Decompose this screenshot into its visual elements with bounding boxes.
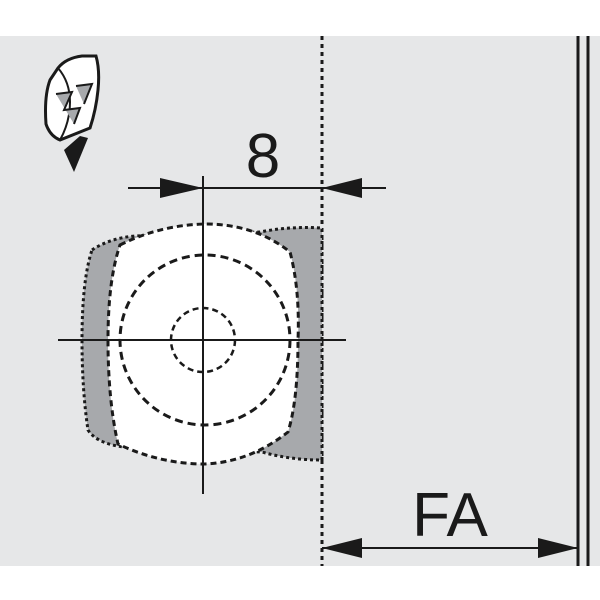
top-dimension-arrow-right bbox=[322, 178, 362, 198]
top-dimension-arrow-left bbox=[160, 178, 203, 198]
top-dimension: 8 bbox=[128, 122, 386, 198]
bottom-dimension-arrow-right bbox=[538, 538, 578, 558]
drill-bit-icon bbox=[44, 54, 101, 172]
bottom-dimension: FA bbox=[322, 481, 578, 558]
bottom-dimension-value: FA bbox=[412, 481, 488, 550]
bottom-dimension-arrow-left bbox=[322, 538, 362, 558]
top-dimension-value: 8 bbox=[246, 122, 280, 191]
